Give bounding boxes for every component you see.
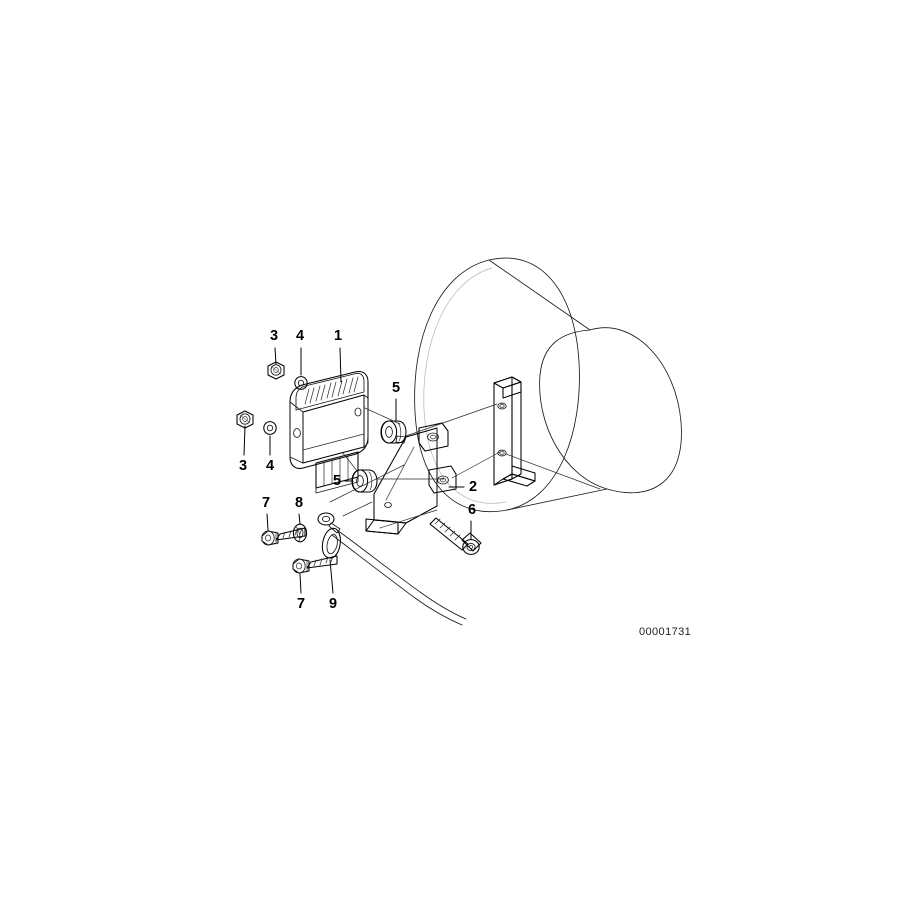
- canister-strap-bracket: [493, 376, 536, 487]
- washer-upper: [294, 376, 308, 390]
- leader-8: [298, 513, 301, 525]
- callout-label-2: 2: [469, 479, 477, 495]
- mounting-bracket: [365, 422, 457, 535]
- callout-label-1: 1: [334, 328, 342, 344]
- leader-9: [329, 559, 334, 594]
- callout-label-7-upper: 7: [262, 495, 270, 511]
- callout-label-9: 9: [329, 596, 337, 612]
- leader-7-lower: [299, 573, 302, 594]
- leader-3-upper: [274, 347, 277, 365]
- callout-label-3-upper: 3: [270, 328, 278, 344]
- hex-nut-upper: [267, 361, 285, 380]
- callout-leader-lines: [243, 347, 472, 594]
- callout-label-8: 8: [295, 495, 303, 511]
- assembly-axis-lines: [329, 403, 601, 529]
- control-module: [289, 371, 369, 494]
- rubber-grommet-lower: [351, 469, 378, 493]
- hex-nut-lower: [236, 410, 254, 429]
- leader-3-lower: [243, 425, 246, 456]
- canister-cylinder: [414, 257, 682, 512]
- rubber-grommet-upper: [380, 420, 407, 444]
- washer-lower: [263, 421, 277, 435]
- leader-1: [339, 347, 342, 383]
- callout-label-6: 6: [468, 502, 476, 518]
- callout-label-5-lower: 5: [333, 473, 341, 489]
- flange-bolt-lower: [292, 555, 338, 574]
- callout-label-4-lower: 4: [266, 458, 274, 474]
- diagram-id: 00001731: [639, 626, 691, 638]
- callout-label-4-upper: 4: [296, 328, 304, 344]
- callout-label-5-upper: 5: [392, 380, 400, 396]
- callout-label-3-lower: 3: [239, 458, 247, 474]
- cable-thimble: [321, 527, 341, 559]
- callout-label-7-lower: 7: [297, 596, 305, 612]
- socket-head-bolt: [429, 517, 482, 555]
- ground-cable: [317, 512, 467, 626]
- leader-7-upper: [266, 513, 269, 531]
